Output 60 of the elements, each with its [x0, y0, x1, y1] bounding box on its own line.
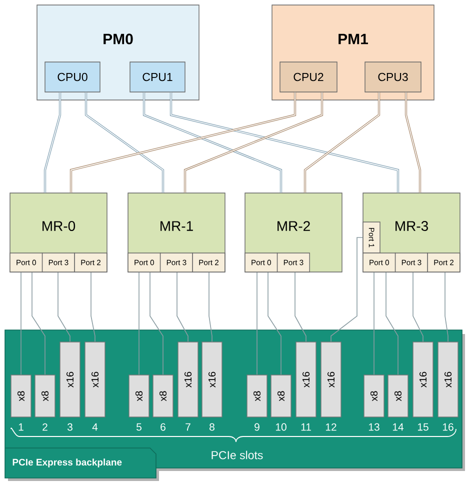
slot-number: 9	[254, 423, 260, 431]
cpu-box: CPU1	[130, 62, 186, 92]
pcie-slot: x8	[364, 374, 384, 418]
wire	[412, 272, 424, 342]
slot-number: 15	[418, 423, 428, 431]
slot-number: 13	[368, 423, 380, 431]
slots-label: PCIe slots	[212, 450, 263, 460]
pcie-slot: x8	[10, 374, 32, 418]
cable	[44, 92, 62, 194]
cable	[70, 92, 296, 194]
pcie-slot: x16	[202, 342, 222, 418]
pcie-slot: x16	[178, 342, 198, 418]
wire	[256, 272, 258, 376]
pcie-slot: x8	[246, 374, 268, 418]
wire	[20, 272, 22, 376]
slot-number: 12	[326, 423, 336, 431]
pcie-slot: x8	[34, 374, 56, 418]
cable	[84, 92, 164, 194]
cpu-box: CPU3	[364, 62, 422, 92]
wire	[90, 272, 96, 342]
pcie-slot: x16	[84, 342, 106, 418]
wire	[330, 237, 364, 342]
wire	[58, 272, 70, 342]
wire	[138, 272, 140, 376]
pcie-slot: x16	[412, 342, 434, 418]
wire	[150, 272, 164, 376]
slot-number: 11	[301, 423, 311, 431]
wire	[268, 272, 282, 376]
cable	[142, 92, 282, 194]
cable	[304, 92, 380, 194]
pcie-slot: x8	[152, 374, 174, 418]
slot-number: 3	[67, 423, 72, 431]
cable	[404, 92, 422, 194]
pcie-slot: x8	[270, 374, 292, 418]
wire	[208, 272, 212, 342]
cpu-box: CPU0	[44, 62, 100, 92]
wire	[386, 272, 398, 376]
slot-number: 5	[136, 423, 142, 431]
wire	[294, 272, 306, 342]
slot-number: 10	[276, 423, 286, 431]
cpu-box: CPU2	[280, 62, 338, 92]
pcie-slot: x16	[320, 342, 342, 418]
pcie-slot: x16	[60, 342, 80, 418]
pcie-slot: x8	[388, 374, 408, 418]
slot-number: 8	[210, 423, 214, 431]
cable	[184, 92, 324, 194]
slot-number: 6	[160, 423, 166, 431]
slot-number: 14	[392, 423, 404, 431]
pcie-slot: x8	[128, 374, 150, 418]
cable	[170, 92, 400, 194]
slot-number: 16	[442, 423, 454, 431]
pcie-slot: x16	[438, 342, 458, 418]
slot-number: 4	[92, 423, 98, 431]
pcie-slot: x16	[296, 342, 316, 418]
wire	[32, 272, 46, 376]
slot-number: 2	[42, 423, 48, 431]
wire	[176, 272, 188, 342]
slot-number: 1	[18, 423, 24, 431]
slot-number: 7	[186, 423, 190, 431]
wire	[444, 272, 448, 342]
